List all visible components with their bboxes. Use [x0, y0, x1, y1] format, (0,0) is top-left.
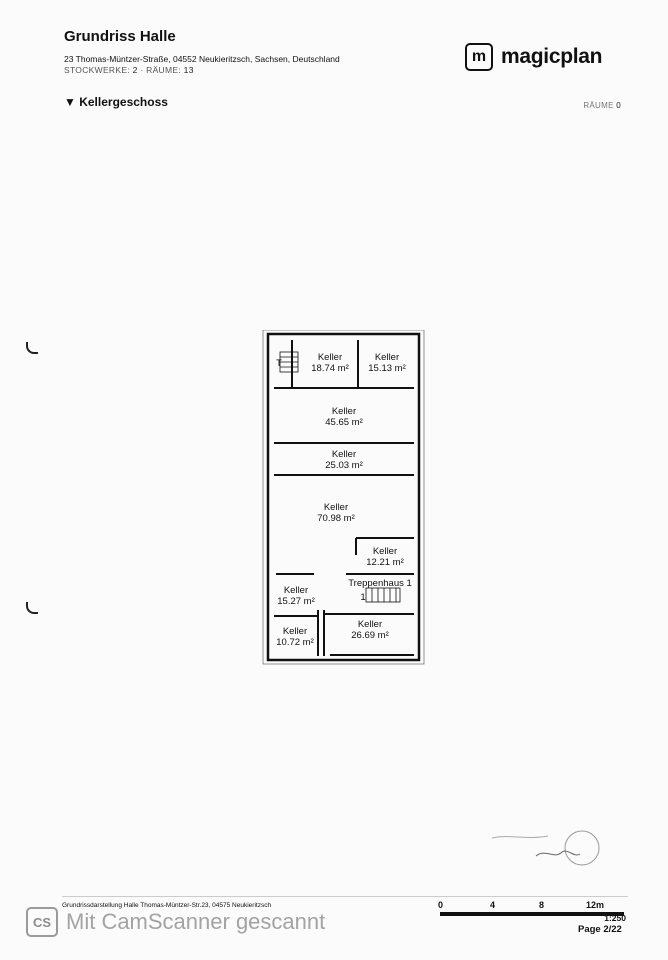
- scale-tick: 8: [539, 900, 545, 910]
- room-name: Keller: [283, 626, 307, 637]
- watermark-text: Mit CamScanner gescannt: [66, 909, 326, 934]
- camscanner-watermark: CS Mit CamScanner gescannt: [26, 907, 325, 937]
- scale-bar: 0 4 8 12m 1:250: [438, 900, 628, 938]
- outer-wall-outline: [262, 330, 425, 665]
- room-name: Keller: [373, 546, 397, 557]
- magicplan-logo-icon: m: [465, 43, 493, 71]
- camscanner-icon: CS: [26, 907, 58, 937]
- signature-stamp: [491, 830, 600, 866]
- floor-plan: Keller 18.74 m² Keller 15.13 m² Keller 4…: [262, 330, 425, 665]
- room-area: 25.03 m²: [325, 460, 363, 471]
- floor-room-meta: STOCKWERKE: 2 · RÄUME: 13: [64, 65, 194, 75]
- room-name: Keller: [332, 449, 356, 460]
- room-name: Treppenhaus 1: [348, 578, 412, 589]
- room-name: Keller: [375, 352, 399, 363]
- floor-rooms-value: 0: [616, 101, 621, 110]
- room-area: 15.13 m²: [368, 363, 406, 374]
- room-name: Keller: [332, 406, 356, 417]
- floor-rooms-count: RÄUME 0: [583, 101, 621, 110]
- room-area: 1: [360, 592, 365, 603]
- floor-section-title: ▼ Kellergeschoss: [64, 95, 168, 109]
- scale-bar-line: [440, 912, 624, 916]
- room-name: Keller: [324, 502, 348, 513]
- page-number: Page 2/22: [578, 924, 622, 935]
- outer-wall: [266, 332, 421, 662]
- room-area: 26.69 m²: [351, 630, 389, 641]
- scale-tick: 0: [438, 900, 444, 910]
- page-title: Grundriss Halle: [64, 28, 176, 45]
- room-area: 45.65 m²: [325, 417, 363, 428]
- footer-divider: [62, 896, 628, 897]
- rooms-value: 13: [183, 65, 194, 75]
- scan-mark: [26, 342, 38, 354]
- room-name: Keller: [284, 585, 308, 596]
- room-area: 18.74 m²: [311, 363, 349, 374]
- rooms-label: RÄUME:: [146, 65, 181, 75]
- address-text: 23 Thomas-Müntzer-Straße, 04552 Neukieri…: [64, 54, 340, 64]
- room-area: 12.21 m²: [366, 557, 404, 568]
- room-name: Keller: [318, 352, 342, 363]
- room-name: Keller: [358, 619, 382, 630]
- scale-tick: 12m: [586, 900, 605, 910]
- scale-ratio: 1:250: [604, 913, 626, 923]
- room-area: 15.27 m²: [277, 596, 315, 607]
- magicplan-logo: m magicplan: [465, 43, 602, 71]
- floor-rooms-label: RÄUME: [583, 101, 614, 110]
- floors-value: 2: [132, 65, 138, 75]
- floors-label: STOCKWERKE:: [64, 65, 130, 75]
- logo-text: magicplan: [501, 45, 603, 68]
- staircase: [279, 351, 401, 603]
- scale-tick: 4: [490, 900, 496, 910]
- room-area: 10.72 m²: [276, 637, 314, 648]
- room-area: 70.98 m²: [317, 513, 355, 524]
- small-room-label: T: [276, 358, 282, 369]
- footer-caption: Grundrissdarstellung Halle Thomas-Müntze…: [62, 902, 272, 909]
- scan-mark: [26, 602, 38, 614]
- interior-walls: [274, 340, 414, 656]
